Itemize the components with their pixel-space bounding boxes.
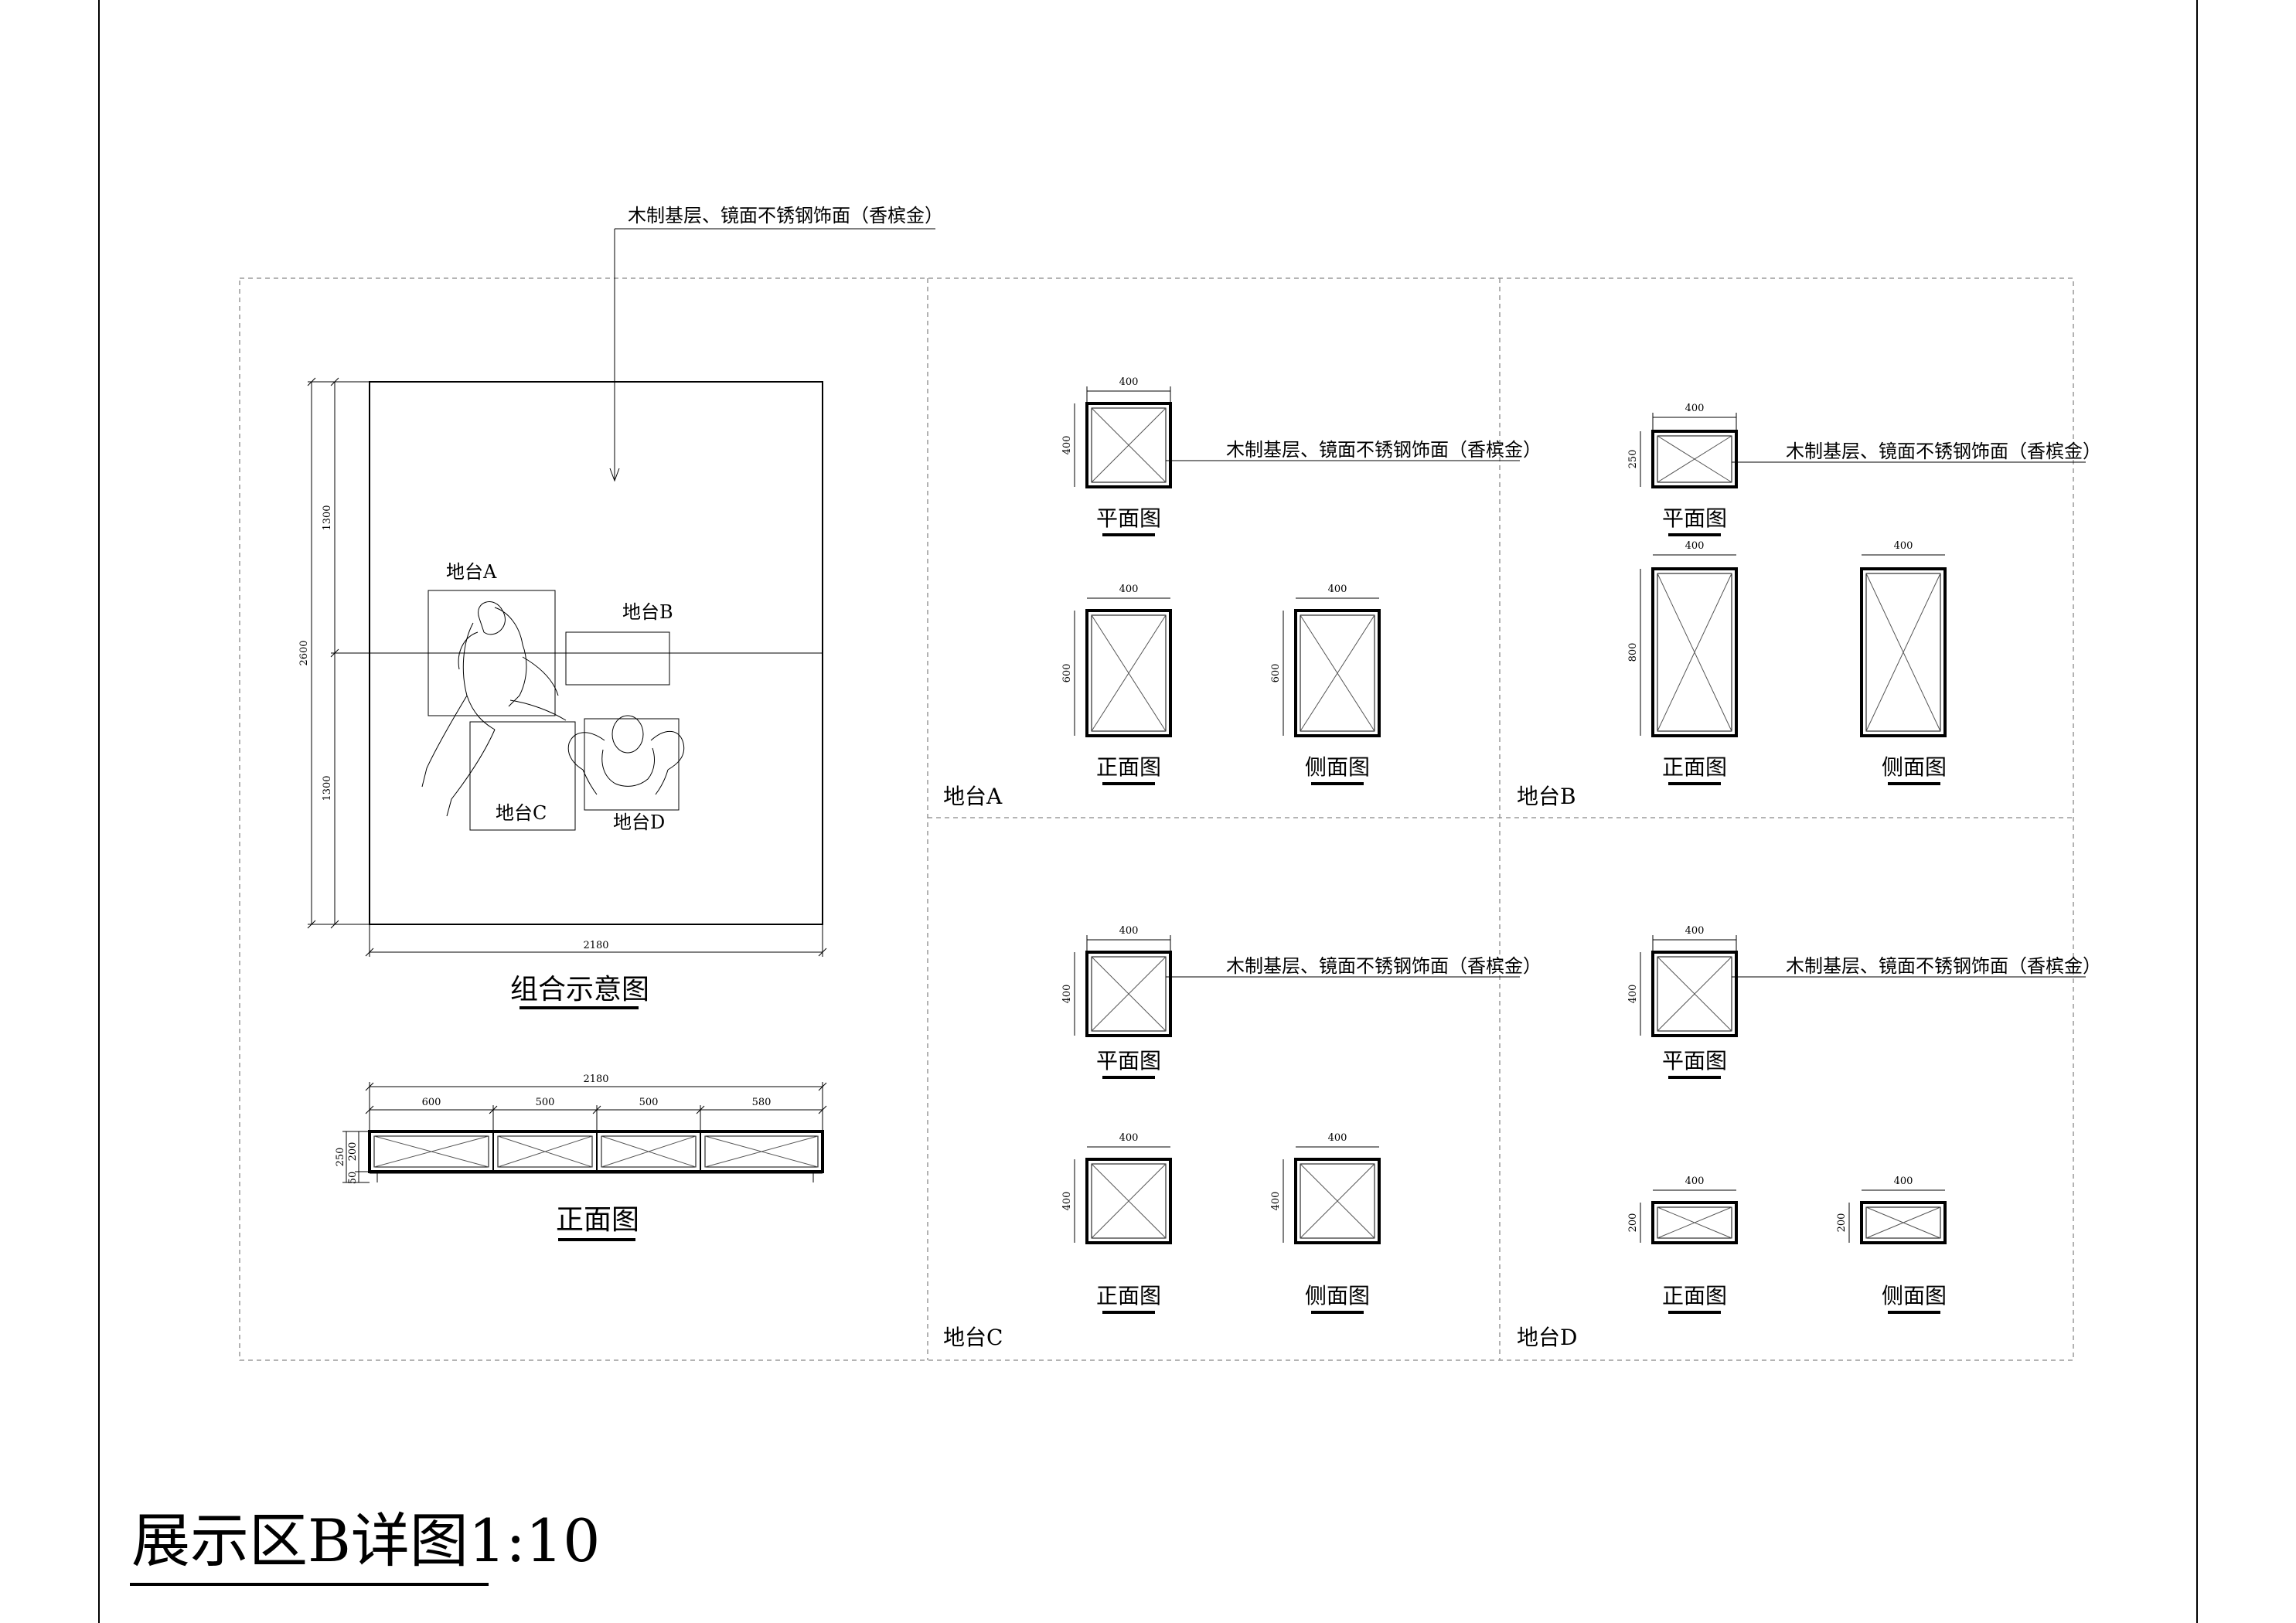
platform-a-front-width: 400 bbox=[1119, 584, 1139, 595]
dim-assembly-width: 2180 bbox=[583, 940, 608, 951]
assembly-label-d: 地台D bbox=[613, 812, 665, 833]
assembly-label-c: 地台C bbox=[496, 802, 547, 824]
drawing-title: 展示区B详图1:10 bbox=[131, 1506, 601, 1575]
platform-c-front-caption: 正面图 bbox=[1096, 1283, 1161, 1308]
human-figure-sketch-left bbox=[421, 601, 567, 817]
platform-b-side-width: 400 bbox=[1894, 540, 1913, 552]
platform-c-outline bbox=[469, 721, 576, 831]
platform-c-details: 400 400 木制基层、镜面不锈钢饰面（香槟金） 平面图 400 400 正面… bbox=[943, 925, 1541, 1350]
platform-b-side-caption: 侧面图 bbox=[1882, 754, 1947, 780]
platform-a-plan-width: 400 bbox=[1119, 376, 1139, 388]
platform-c-front-width: 400 bbox=[1119, 1132, 1139, 1144]
platform-a-side-width: 400 bbox=[1328, 584, 1347, 595]
platform-a-side-caption: 侧面图 bbox=[1305, 754, 1370, 780]
platform-b-details: 400 250 木制基层、镜面不锈钢饰面（香槟金） 平面图 400 800 正面… bbox=[1517, 403, 2101, 809]
platform-d-outline bbox=[584, 718, 680, 811]
dim-assembly-height-lower: 1300 bbox=[322, 775, 333, 801]
platform-d-plan-height: 400 bbox=[1627, 985, 1639, 1004]
dim-front-seg-3: 500 bbox=[639, 1097, 659, 1108]
platform-d-plan-caption: 平面图 bbox=[1662, 1048, 1727, 1073]
platform-c-plan-width: 400 bbox=[1119, 925, 1139, 937]
platform-d-front-height: 200 bbox=[1627, 1213, 1639, 1233]
platform-c-plan-height: 400 bbox=[1061, 985, 1073, 1004]
dim-front-seg-2: 500 bbox=[536, 1097, 555, 1108]
platform-a-plan-height: 400 bbox=[1061, 436, 1073, 455]
platform-b-front-width: 400 bbox=[1685, 540, 1705, 552]
platform-a-details: 400 400 木制基层、镜面不锈钢饰面（香槟金） 平面图 400 600 正面… bbox=[943, 376, 1541, 809]
platform-b-name: 地台B bbox=[1517, 784, 1576, 809]
platform-a-material-note: 木制基层、镜面不锈钢饰面（香槟金） bbox=[1226, 439, 1541, 461]
platform-d-front-width: 400 bbox=[1685, 1176, 1705, 1187]
platform-c-name: 地台C bbox=[943, 1325, 1003, 1350]
platform-d-side-width: 400 bbox=[1894, 1176, 1913, 1187]
platform-d-side-height: 200 bbox=[1836, 1213, 1848, 1233]
front-elevation: 2180 600 500 500 580 250 200 50 正面图 bbox=[335, 1073, 827, 1241]
platform-d-name: 地台D bbox=[1517, 1325, 1577, 1350]
dim-front-width: 2180 bbox=[583, 1073, 608, 1085]
platform-a-side-height: 600 bbox=[1270, 664, 1282, 683]
dim-front-height-base: 50 bbox=[347, 1172, 359, 1185]
platform-a-front-caption: 正面图 bbox=[1096, 754, 1161, 780]
front-caption: 正面图 bbox=[556, 1204, 639, 1236]
dim-assembly-height-total: 2600 bbox=[298, 640, 310, 665]
assembly-caption: 组合示意图 bbox=[510, 974, 649, 1005]
dim-assembly-height-upper: 1300 bbox=[322, 505, 333, 530]
platform-b-front-caption: 正面图 bbox=[1662, 754, 1727, 780]
platform-c-side-height: 400 bbox=[1270, 1192, 1282, 1211]
platform-c-side-caption: 侧面图 bbox=[1305, 1283, 1370, 1308]
assembly-label-b: 地台B bbox=[622, 601, 673, 623]
platform-a-name: 地台A bbox=[943, 784, 1003, 809]
platform-b-plan-height: 250 bbox=[1627, 450, 1639, 469]
assembly-material-note: 木制基层、镜面不锈钢饰面（香槟金） bbox=[628, 205, 943, 226]
platform-b-front-height: 800 bbox=[1627, 643, 1639, 662]
platform-b-outline bbox=[565, 631, 670, 686]
platform-b-plan-caption: 平面图 bbox=[1662, 505, 1727, 531]
platform-d-side-caption: 侧面图 bbox=[1882, 1283, 1947, 1308]
platform-c-front-height: 400 bbox=[1061, 1192, 1073, 1211]
platform-c-material-note: 木制基层、镜面不锈钢饰面（香槟金） bbox=[1226, 955, 1541, 977]
platform-a-outline bbox=[428, 590, 556, 716]
dim-front-seg-1: 600 bbox=[422, 1097, 441, 1108]
assembly-plan: 木制基层、镜面不锈钢饰面（香槟金） 地台A 地台B 地台C 地台D bbox=[298, 205, 943, 1009]
platform-a-plan-caption: 平面图 bbox=[1096, 505, 1161, 531]
platform-c-plan-caption: 平面图 bbox=[1096, 1048, 1161, 1073]
platform-d-material-note: 木制基层、镜面不锈钢饰面（香槟金） bbox=[1786, 955, 2101, 977]
platform-b-material-note: 木制基层、镜面不锈钢饰面（香槟金） bbox=[1786, 441, 2101, 462]
platform-d-details: 400 400 木制基层、镜面不锈钢饰面（香槟金） 平面图 400 200 正面… bbox=[1517, 925, 2101, 1350]
platform-d-front-caption: 正面图 bbox=[1662, 1283, 1727, 1308]
platform-a-front-height: 600 bbox=[1061, 664, 1073, 683]
platform-d-plan-width: 400 bbox=[1685, 925, 1705, 937]
human-figure-sketch-right bbox=[567, 715, 685, 795]
platform-c-side-width: 400 bbox=[1328, 1132, 1347, 1144]
assembly-label-a: 地台A bbox=[446, 561, 497, 583]
dim-front-seg-4: 580 bbox=[752, 1097, 772, 1108]
dim-front-height-box: 200 bbox=[347, 1142, 359, 1162]
dim-front-height-total: 250 bbox=[335, 1148, 346, 1167]
platform-b-plan-width: 400 bbox=[1685, 403, 1705, 414]
panel-frames bbox=[239, 277, 2074, 1361]
